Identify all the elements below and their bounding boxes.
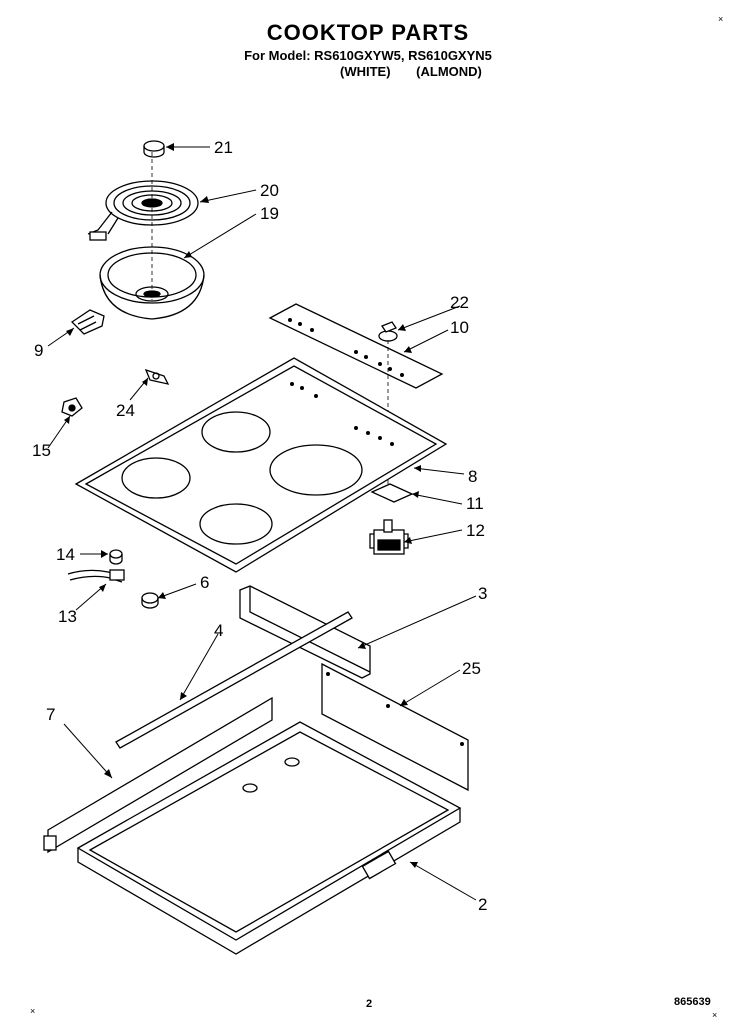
part-12-switch	[369, 519, 409, 555]
part-20-surface-element	[87, 180, 199, 241]
variant-line: (WHITE) (ALMOND)	[340, 64, 504, 79]
part-22-knob	[378, 321, 398, 342]
part-7-side-rail	[43, 696, 273, 854]
callout-19: 19	[260, 204, 279, 223]
callout-2: 2	[478, 895, 487, 914]
callout-21: 21	[214, 138, 233, 157]
callout-7: 7	[46, 705, 55, 724]
callout-9: 9	[34, 341, 43, 360]
part-9-receptacle	[70, 309, 105, 335]
part-24-clip	[144, 368, 170, 385]
part-25-rear-panel	[321, 662, 469, 792]
part-2-cooktop-box	[76, 721, 462, 955]
part-6-nut	[141, 592, 159, 609]
part-15-bracket	[61, 397, 83, 417]
callout-13: 13	[58, 607, 77, 626]
part-10-control-strip	[268, 303, 444, 389]
part-11-bracket	[370, 483, 414, 503]
part-13-wire-harness	[67, 569, 125, 583]
variant-white: (WHITE)	[340, 64, 391, 79]
callout-25: 25	[462, 659, 481, 678]
variant-almond: (ALMOND)	[416, 64, 482, 79]
callout-4: 4	[214, 621, 223, 640]
callout-10: 10	[450, 318, 469, 337]
page-number: 2	[366, 998, 373, 1010]
callout-22: 22	[450, 293, 469, 312]
callout-15: 15	[32, 441, 51, 460]
leader-arrowheads	[64, 143, 421, 868]
corner-mark-bottom-left: ×	[30, 1006, 36, 1016]
part-4-trim-strip	[115, 611, 353, 749]
part-8-cooktop	[74, 357, 448, 573]
document-code: 865639	[674, 996, 711, 1008]
part-21-cap	[143, 140, 165, 158]
callout-12: 12	[466, 521, 485, 540]
corner-mark-top: ×	[718, 14, 724, 24]
callout-3: 3	[478, 584, 487, 603]
callout-6: 6	[200, 573, 209, 592]
model-line: For Model: RS610GXYW5, RS610GXYN5	[244, 48, 492, 63]
callout-24: 24	[116, 401, 135, 420]
callout-8: 8	[468, 467, 477, 486]
callout-20: 20	[260, 181, 279, 200]
part-14-grommet	[109, 549, 123, 565]
corner-mark-bottom-right: ×	[712, 1010, 718, 1020]
part-3-front-rail	[239, 585, 371, 679]
callout-14: 14	[56, 545, 75, 564]
page-title: COOKTOP PARTS	[266, 20, 470, 45]
callout-11: 11	[466, 494, 484, 513]
